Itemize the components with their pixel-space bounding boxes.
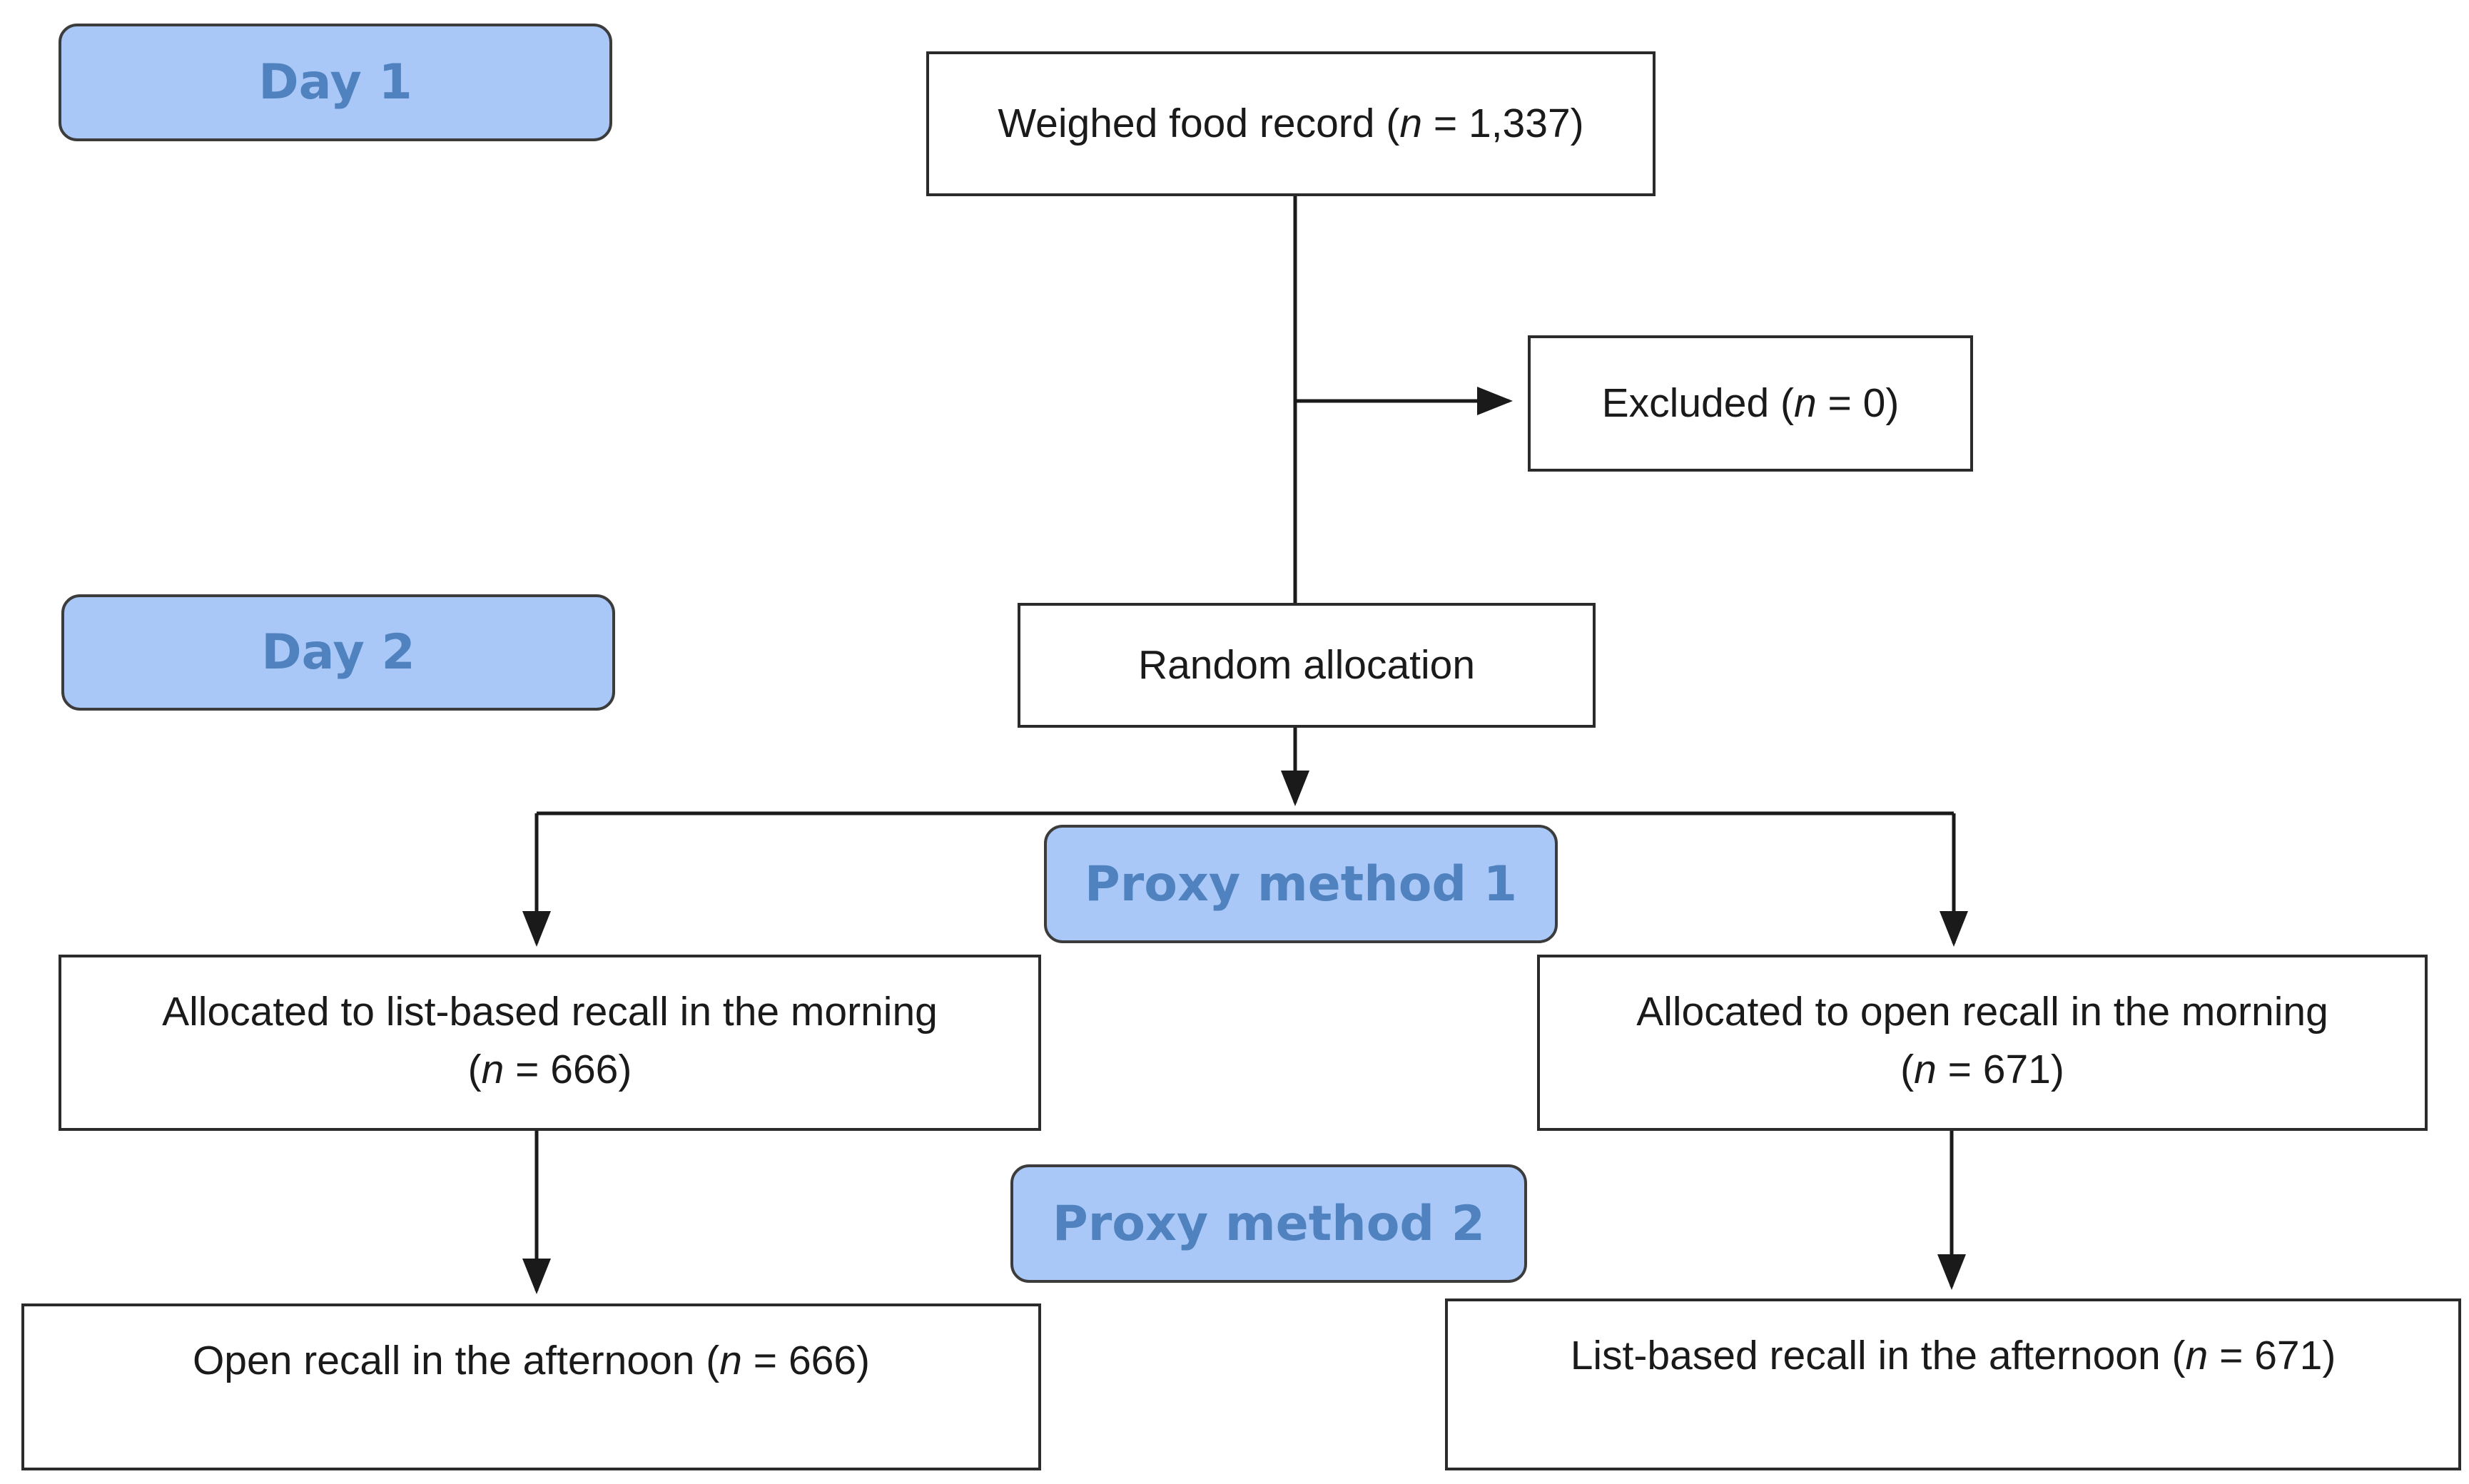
phase-day-2: Day 2 — [61, 594, 615, 711]
open-afternoon-box: Open recall in the afternoon (n = 666) — [21, 1303, 1041, 1470]
random-allocation-text: Random allocation — [1137, 642, 1476, 688]
list-based-afternoon-box: List-based recall in the afternoon (n = … — [1445, 1298, 2461, 1470]
excluded-box: Excluded (n = 0) — [1528, 335, 1973, 472]
phase-day-1-label: Day 1 — [258, 54, 412, 111]
open-morning-text: Allocated to open recall in the morning — [1636, 989, 2328, 1035]
random-allocation-box: Random allocation — [1018, 603, 1596, 728]
phase-proxy-method-1: Proxy method 1 — [1044, 825, 1558, 943]
phase-proxy-method-2: Proxy method 2 — [1010, 1164, 1527, 1283]
phase-day-2-label: Day 2 — [261, 624, 415, 681]
list-based-morning-text: Allocated to list-based recall in the mo… — [162, 989, 938, 1035]
list-based-afternoon-text: List-based recall in the afternoon (n = … — [1570, 1333, 2336, 1378]
list-based-morning-n: (n = 666) — [467, 1046, 632, 1092]
weighed-food-record-text: Weighed food record (n = 1,337) — [998, 101, 1584, 147]
phase-day-1: Day 1 — [59, 24, 612, 141]
phase-proxy-method-2-label: Proxy method 2 — [1052, 1195, 1486, 1252]
list-based-morning-box: Allocated to list-based recall in the mo… — [59, 955, 1041, 1131]
open-afternoon-text: Open recall in the afternoon (n = 666) — [192, 1338, 871, 1383]
weighed-food-record-box: Weighed food record (n = 1,337) — [926, 51, 1656, 196]
excluded-text: Excluded (n = 0) — [1601, 380, 1900, 427]
phase-proxy-method-1-label: Proxy method 1 — [1084, 855, 1518, 913]
open-morning-n: (n = 671) — [1900, 1046, 2064, 1092]
open-morning-box: Allocated to open recall in the morning … — [1537, 955, 2428, 1131]
